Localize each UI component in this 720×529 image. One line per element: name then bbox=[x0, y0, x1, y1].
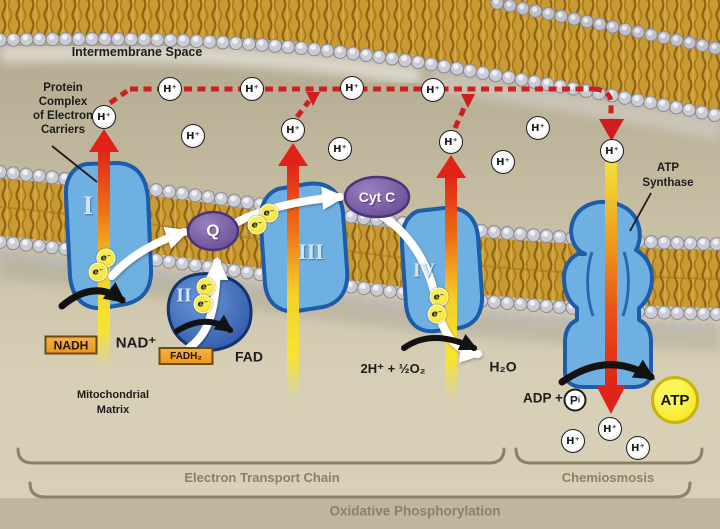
protein-complex-label-2: Complex bbox=[38, 95, 88, 108]
arrow-nadh-to-nad bbox=[58, 281, 126, 310]
atp-synthase-label-1: ATP bbox=[656, 161, 680, 174]
proton-circle: H⁺ bbox=[526, 116, 550, 140]
complex-I-numeral: I bbox=[82, 191, 94, 220]
protein-complex-label-1: Protein bbox=[43, 81, 83, 94]
proton-circle: H⁺ bbox=[598, 417, 622, 441]
nad-label: NAD⁺ bbox=[115, 334, 157, 352]
process-braces bbox=[16, 447, 704, 499]
proton-circle: H⁺ bbox=[600, 139, 624, 163]
water-label: H₂O bbox=[489, 358, 517, 375]
protein-complex-label-4: Carriers bbox=[40, 123, 86, 136]
proton-circle: H⁺ bbox=[340, 76, 364, 100]
proton-circle: H⁺ bbox=[491, 150, 515, 174]
arrow-Q-to-cytC bbox=[230, 186, 346, 228]
chemiosmosis-brace bbox=[514, 447, 704, 465]
adp-label: ADP + bbox=[523, 390, 563, 406]
electron-circle: e⁻ bbox=[88, 262, 108, 282]
complex-III-numeral: III bbox=[298, 239, 324, 264]
atp-synthase-proton-arrow bbox=[596, 162, 626, 414]
bottom-strip bbox=[0, 498, 720, 529]
protein-complex-label-3: of Electron bbox=[32, 109, 94, 122]
cytochrome-c-label: Cyt C bbox=[358, 189, 396, 205]
complex-IV-numeral: IV bbox=[412, 259, 436, 282]
proton-circle: H⁺ bbox=[328, 137, 352, 161]
complex-II-numeral: II bbox=[176, 284, 192, 307]
proton-circle: H⁺ bbox=[92, 105, 116, 129]
arrow-oxygen-to-water bbox=[401, 333, 478, 351]
proton-circle: H⁺ bbox=[240, 77, 264, 101]
proton-circle: H⁺ bbox=[158, 77, 182, 101]
outer-membrane bbox=[0, 0, 720, 140]
phosphate-p: P bbox=[569, 393, 578, 407]
atp-synthase-label-2: Synthase bbox=[642, 176, 694, 189]
proton-circle: H⁺ bbox=[281, 118, 305, 142]
etc-label: Electron Transport Chain bbox=[184, 469, 340, 485]
atp-synthase-pointer-line bbox=[629, 192, 652, 232]
proton-circle: H⁺ bbox=[561, 429, 585, 453]
membrane-bead-row-corner bbox=[490, 0, 720, 56]
ubiquinone-label: Q bbox=[206, 221, 220, 240]
arrow-cI-to-Q bbox=[108, 226, 190, 280]
matrix-label-1: Mitochondrial bbox=[76, 389, 150, 402]
arrow-fadh2-to-fad bbox=[174, 314, 234, 334]
proton-circle: H⁺ bbox=[421, 78, 445, 102]
atp-circle: ATP bbox=[651, 376, 699, 424]
nadh-box: NADH bbox=[44, 335, 98, 355]
oxphos-label: Oxidative Phosphorylation bbox=[329, 503, 501, 519]
mobile-carriers bbox=[186, 175, 411, 252]
fadh2-box: FADH₂ bbox=[158, 347, 214, 365]
ubiquinone-shape bbox=[186, 210, 240, 252]
electron-circle: e⁻ bbox=[247, 215, 267, 235]
matrix-label-2: Matrix bbox=[96, 404, 130, 417]
proton-circle: H⁺ bbox=[626, 436, 650, 460]
electron-circle: e⁻ bbox=[259, 203, 279, 223]
reaction-arrows bbox=[58, 281, 656, 386]
electron-circle: e⁻ bbox=[193, 294, 213, 314]
arrow-adp-to-atp bbox=[558, 359, 656, 386]
electron-circle: e⁻ bbox=[196, 277, 216, 297]
intermembrane-space-label: Intermembrane Space bbox=[71, 45, 203, 60]
electron-circle: e⁻ bbox=[427, 304, 447, 324]
membrane-bead-row-top bbox=[0, 32, 720, 123]
arrow-fadh2-to-Q bbox=[186, 256, 229, 351]
proton-circle: H⁺ bbox=[181, 124, 205, 148]
electron-circle: e⁻ bbox=[429, 287, 449, 307]
chemiosmosis-label: Chemiosmosis bbox=[561, 469, 655, 485]
atp-label: ATP bbox=[660, 391, 690, 409]
fad-label: FAD bbox=[235, 348, 263, 365]
oxygen-label: 2H⁺ + ½O₂ bbox=[360, 360, 426, 376]
proton-circle: H⁺ bbox=[439, 130, 463, 154]
proton-path-arrowheads bbox=[306, 92, 624, 141]
protein-complex-pointer-line bbox=[51, 145, 98, 183]
oxphos-brace bbox=[28, 481, 692, 499]
cytochrome-c-shape bbox=[343, 175, 411, 219]
etc-brace bbox=[16, 447, 506, 465]
